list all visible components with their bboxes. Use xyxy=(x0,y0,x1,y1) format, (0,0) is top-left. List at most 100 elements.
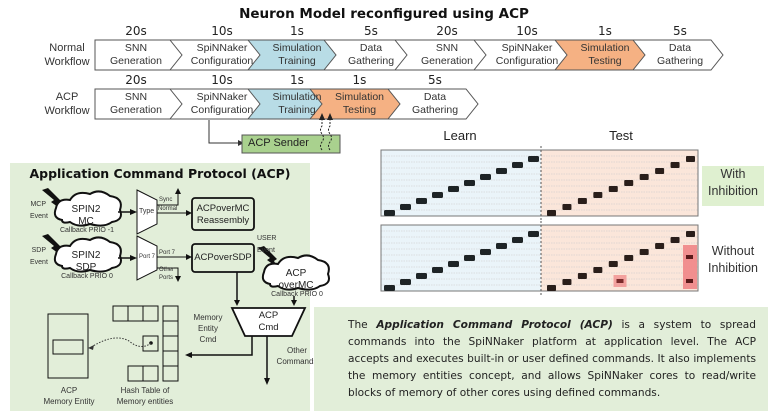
plot-frame xyxy=(380,149,699,217)
port-mux-label: Port 7 xyxy=(139,254,156,260)
test-spike xyxy=(624,180,634,186)
workflow-step-shape xyxy=(386,88,479,120)
acp-diagram xyxy=(42,188,330,385)
test-spike xyxy=(639,174,649,180)
step-duration: 1s xyxy=(352,73,367,87)
user-lightning-icon xyxy=(258,246,278,268)
learn-spike xyxy=(384,210,395,216)
step-duration: 1s xyxy=(290,24,304,38)
test-spike xyxy=(670,237,680,243)
workflow-chevrons xyxy=(94,39,724,71)
test-spike-error xyxy=(686,255,693,259)
memory-entity-box xyxy=(47,313,89,379)
acp-sender-connector xyxy=(208,113,341,154)
description-text: The Application Command Protocol (ACP) i… xyxy=(348,319,757,399)
learn-spike xyxy=(432,267,443,273)
hash-table xyxy=(112,305,179,382)
step-duration: 5s xyxy=(673,24,687,38)
acpoversdp-box xyxy=(191,243,255,273)
port-mux xyxy=(136,235,158,281)
learn-spike xyxy=(480,249,491,255)
learn-spike xyxy=(464,180,475,186)
test-spike xyxy=(547,285,556,291)
description-panel xyxy=(314,307,768,411)
test-label: Test xyxy=(609,128,633,143)
acp-sender-label: ACP Sender xyxy=(248,137,309,149)
spin2-mc-callback: Callback PRIO -1 xyxy=(59,227,115,234)
test-spike-error xyxy=(686,279,693,283)
acpoversdp-label: ACPoverSDP xyxy=(194,252,252,263)
acp-overmc-cloud xyxy=(261,254,330,291)
learn-spike xyxy=(432,192,443,198)
test-spike xyxy=(593,267,603,273)
workflow-step-shape xyxy=(631,39,724,71)
learn-spike xyxy=(400,279,411,285)
step-duration: 10s xyxy=(211,73,233,87)
step-duration: 5s xyxy=(428,73,442,87)
learn-spike xyxy=(400,204,411,210)
test-spike xyxy=(624,255,634,261)
test-spike xyxy=(562,204,572,210)
plot-frame xyxy=(380,224,699,292)
type-mux xyxy=(136,189,158,235)
step-duration: 20s xyxy=(125,73,147,87)
test-spike-error xyxy=(616,279,624,283)
learn-spike xyxy=(448,186,459,192)
learn-spike xyxy=(496,243,507,249)
learn-spike xyxy=(416,198,427,204)
test-spike xyxy=(686,156,695,162)
learn-label: Learn xyxy=(443,128,477,143)
step-duration: 20s xyxy=(436,24,458,38)
test-spike xyxy=(655,168,665,174)
step-duration: 10s xyxy=(516,24,538,38)
figure-title: Neuron Model reconfigured using ACP xyxy=(239,6,529,22)
memory-entity-block xyxy=(52,339,84,355)
step-duration: 20s xyxy=(125,24,147,38)
test-spike xyxy=(577,273,587,279)
test-spike xyxy=(562,279,572,285)
learn-spike xyxy=(416,273,427,279)
test-spike xyxy=(593,192,603,198)
learn-spike xyxy=(448,261,459,267)
test-spike xyxy=(577,198,587,204)
acp-panel-title: Application Command Protocol (ACP) xyxy=(29,166,291,181)
step-duration: 10s xyxy=(211,24,233,38)
learn-spike xyxy=(512,237,523,243)
learn-spike xyxy=(528,156,539,162)
test-spike xyxy=(670,162,680,168)
step-duration: 1s xyxy=(290,73,304,87)
spin2-mc-cloud xyxy=(53,190,122,227)
step-duration: 1s xyxy=(598,24,612,38)
test-spike xyxy=(608,186,618,192)
learn-spike xyxy=(496,168,507,174)
spin2-sdp-cloud xyxy=(53,236,122,273)
learn-spike xyxy=(384,285,395,291)
step-duration: 5s xyxy=(364,24,378,38)
learn-spike xyxy=(528,231,539,237)
workflow-chevrons xyxy=(94,88,479,120)
test-spike xyxy=(608,261,618,267)
learn-spike xyxy=(480,174,491,180)
type-mux-label: Type xyxy=(139,208,155,215)
acp-overmc-callback: Callback PRIO 0 xyxy=(271,291,323,298)
